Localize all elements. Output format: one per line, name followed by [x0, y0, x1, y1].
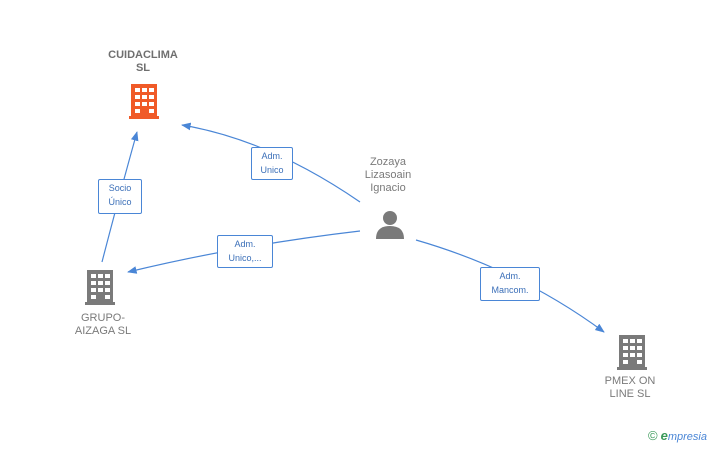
edge-label-socio-unico: Socio Único [98, 179, 142, 214]
edge-label-adm-mancom: Adm. Mancom. [480, 267, 540, 301]
building-icon[interactable] [617, 335, 647, 370]
copyright-symbol: © [648, 428, 658, 443]
empresia-watermark: ©empresia [648, 428, 707, 443]
node-label-grupo-aizaga[interactable]: GRUPO- AIZAGA SL [74, 312, 132, 337]
building-icon[interactable] [129, 84, 159, 119]
edge-label-adm-unico-etc: Adm. Unico,... [217, 235, 273, 268]
node-label-zozaya[interactable]: Zozaya Lizasoain Ignacio [364, 156, 412, 194]
person-icon[interactable] [376, 211, 404, 239]
node-label-pmex[interactable]: PMEX ON LINE SL [604, 375, 656, 400]
building-icon[interactable] [85, 270, 115, 305]
brand-name: mpresia [667, 431, 707, 443]
node-label-cuidaclima[interactable]: CUIDACLIMA SL [108, 49, 178, 74]
brand-initial: e [660, 428, 668, 443]
edge-label-adm-unico: Adm. Unico [251, 147, 293, 180]
